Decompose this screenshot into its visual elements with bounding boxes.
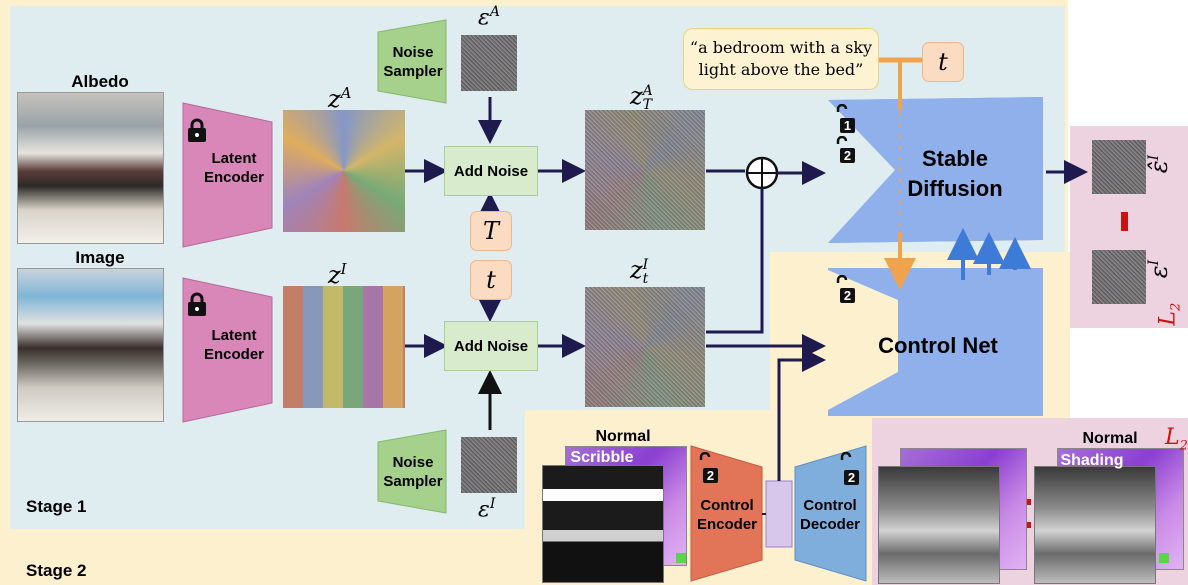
loss-minus-vertical	[1121, 212, 1128, 231]
add-noise-bottom: Add Noise	[444, 321, 538, 371]
control-latent	[765, 480, 793, 548]
scribble-map	[542, 465, 664, 583]
timestep-t: t	[470, 260, 512, 300]
epsA-label: εA	[478, 4, 500, 31]
target-shading	[1034, 466, 1156, 584]
predicted-noise	[1092, 140, 1146, 194]
stage2-label: Stage 2	[26, 561, 87, 580]
control-net-label: Control Net	[878, 333, 998, 358]
lock-icon	[186, 292, 208, 323]
control-decoder-badge: 2	[844, 470, 859, 485]
lock-icon	[186, 118, 208, 149]
unlock-icon	[834, 135, 850, 157]
stable-diffusion-label: Stable Diffusion	[907, 146, 1003, 201]
loss-l2-top: L2	[1155, 302, 1184, 326]
albedo-label: Albedo	[71, 72, 129, 91]
stage2-badge: 2	[840, 148, 855, 163]
predicted-shading	[878, 466, 1000, 584]
input-image	[17, 268, 164, 422]
add-noise-top: Add Noise	[444, 146, 538, 196]
loss-l2-bottom: L2	[1165, 425, 1188, 454]
noise-epsI	[461, 437, 517, 493]
text-prompt: “a bedroom with a sky light above the be…	[683, 28, 879, 90]
eps-target-label: εI	[1145, 259, 1174, 279]
noise-sampler-top: Noise Sampler	[383, 44, 443, 80]
control-net-shape	[828, 268, 1043, 416]
noise-sampler-bottom-shape	[377, 429, 447, 514]
image-latent	[283, 286, 405, 408]
normal-input-label: Normal	[595, 428, 651, 445]
zA-label: zA	[328, 84, 352, 113]
green-marker	[676, 553, 686, 563]
timestep-T: T	[470, 211, 512, 251]
eps-hat-label: ε̂I	[1145, 154, 1174, 174]
scribble-label: Scribble	[570, 449, 634, 466]
shading-label: Shading	[1060, 452, 1124, 469]
unlock-icon	[697, 451, 713, 473]
control-decoder-label: Control Decoder	[799, 497, 861, 533]
green-marker	[1159, 553, 1169, 563]
unlock-icon	[838, 451, 854, 473]
albedo-image	[17, 92, 164, 244]
stage1-badge: 1	[840, 118, 855, 133]
noisy-albedo-latent	[585, 110, 705, 230]
latent-encoder-top: Latent Encoder	[203, 150, 264, 186]
epsI-label: εI	[478, 496, 496, 523]
albedo-latent	[283, 110, 405, 232]
target-noise	[1092, 250, 1146, 304]
noise-sampler-bottom: Noise Sampler	[383, 454, 443, 490]
latent-encoder-bottom: Latent Encoder	[203, 327, 264, 363]
unlock-icon	[834, 103, 850, 125]
normal-output-label: Normal	[1082, 430, 1138, 447]
controlnet-badge: 2	[840, 288, 855, 303]
noisy-image-latent	[585, 287, 705, 407]
noise-sampler-top-shape	[377, 19, 447, 104]
control-encoder-label: Control Encoder	[696, 497, 757, 533]
control-encoder-badge: 2	[703, 468, 718, 483]
image-label: Image	[75, 248, 125, 267]
zI-label: zI	[328, 260, 347, 289]
prompt-timestep: t	[922, 42, 964, 82]
unlock-icon	[834, 274, 850, 296]
stage1-label: Stage 1	[26, 497, 87, 516]
noise-epsA	[461, 35, 517, 91]
